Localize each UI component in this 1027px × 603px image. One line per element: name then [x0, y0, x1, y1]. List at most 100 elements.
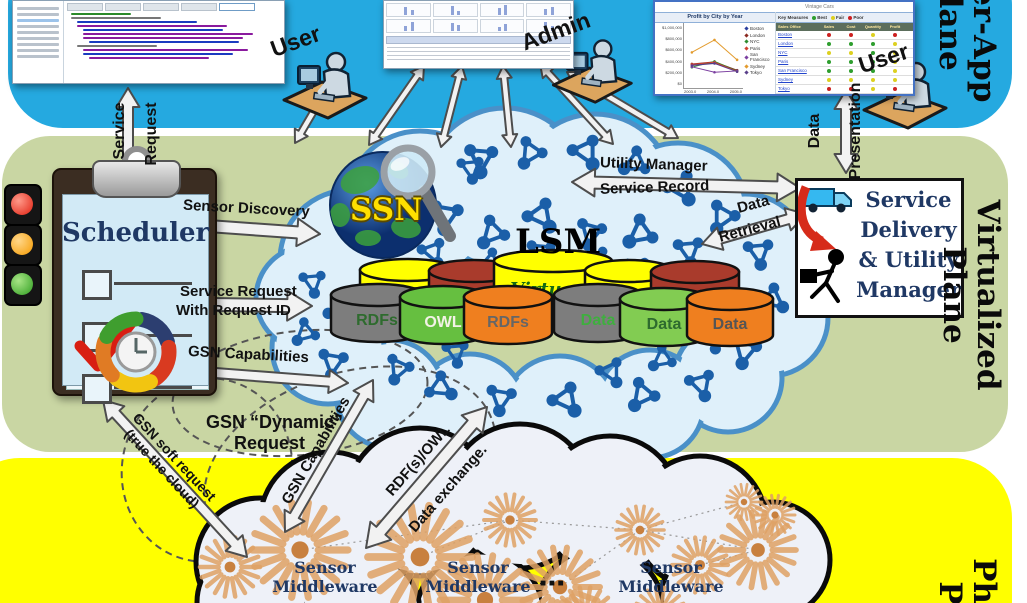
mini-charts-grid — [386, 3, 571, 33]
sensor-node-icon — [197, 535, 263, 599]
x-tick: 2005.0 — [729, 89, 742, 94]
db-cylinder-label: RDFs — [356, 312, 398, 329]
chart-title: Profit by City by Year — [655, 12, 775, 23]
series-sydney — [691, 39, 738, 61]
key-measures-row: Tokyo — [776, 85, 913, 94]
sensor-node-icon — [436, 552, 534, 603]
traffic-light-green-icon — [4, 264, 42, 306]
sales-office-link: Boston — [778, 32, 793, 37]
sales-office-link: London — [778, 41, 794, 46]
clipboard-clip-icon — [92, 160, 181, 198]
analytics-dashboard-screenshot: Vintage Cars Profit by City by Year $1,0… — [653, 0, 915, 96]
red-swoosh-arrow-icon — [796, 185, 836, 251]
key-measures-row: NYC — [776, 49, 913, 58]
x-tick: 2004.0 — [706, 89, 720, 94]
y-tick: $200,000 — [665, 69, 682, 75]
lsm-label: LSM — [515, 222, 602, 262]
arrow-app-cloud-4 — [495, 65, 519, 148]
service-box-line1: Service — [865, 187, 952, 212]
legend-item: Sydney — [744, 64, 774, 69]
scheduler-clipboard: Scheduler — [52, 146, 217, 404]
sensor-node-icon — [482, 492, 538, 548]
db-cylinder-label: Data — [713, 316, 748, 333]
data-presentation-word2: Presentation — [847, 82, 864, 180]
scheduler-title: Scheduler — [62, 218, 210, 248]
key-measures-row: San Francisco — [776, 67, 913, 76]
key-measures-row: Sydney — [776, 76, 913, 85]
arrow-gsn-soft-request — [102, 399, 248, 558]
service-request-vert-word1: Service — [111, 102, 128, 160]
legend-item: Tokyo — [744, 70, 774, 75]
db-cylinder-data: Data — [685, 286, 775, 348]
middleware-ellipsis-dots: ■ ■ ■ — [540, 578, 564, 589]
sensor-node-icon — [724, 482, 764, 522]
legend-item: Boston — [744, 26, 774, 31]
db-cylinder-label: Data — [647, 316, 682, 333]
y-tick: $0 — [677, 80, 682, 86]
physical-plane-label: PhysicalPlane — [931, 530, 1002, 603]
arrow-gsn-capabilities-diag — [283, 379, 375, 533]
y-tick: $800,000 — [665, 36, 682, 42]
mini-table-rows — [386, 47, 571, 60]
arrow-data-presentation — [833, 89, 859, 174]
service-request-id-line1: Service Request — [180, 283, 297, 300]
magnifier-icon — [380, 144, 456, 242]
chart-x-axis: 2003.0 2004.0 2005.0 — [683, 89, 743, 94]
traffic-light-red-icon — [4, 184, 42, 226]
sales-office-link: Tokyo — [778, 86, 790, 91]
db-cylinders: RDFsOWLVirtuosoDataDataRDFsOWLRDFsDataDa… — [329, 248, 775, 348]
service-request-id-line2: With Request ID — [176, 302, 291, 319]
legend-item: Paris — [744, 46, 774, 51]
service-box-line3: & Utility — [858, 247, 959, 272]
ssn-label: SSN — [350, 192, 423, 228]
checkbox-1 — [82, 270, 112, 300]
db-cylinder-label: Data — [581, 312, 616, 329]
sensor-node-icon — [614, 504, 666, 556]
editor-sidebar — [13, 1, 64, 83]
sales-office-link: San Francisco — [778, 68, 807, 73]
sales-office-link: NYC — [778, 50, 788, 55]
mini-table-header — [386, 36, 571, 44]
sales-office-link: Sydney — [778, 77, 794, 82]
chart-y-axis: $1,000,000 $800,000 $600,000 $400,000 $200,0… — [655, 23, 683, 94]
code-lines — [67, 13, 281, 59]
key-measures-row: London — [776, 40, 913, 49]
gsn-dynamic-line2: Request — [234, 433, 306, 453]
truck-icon — [803, 188, 852, 213]
x-tick: 2003.0 — [684, 89, 697, 94]
sensor-node-icon — [248, 499, 352, 601]
scheduler-cycle-clock-icon — [95, 311, 177, 393]
sensor-node-icon — [634, 585, 686, 603]
sensor-node-icon — [753, 493, 797, 537]
db-cylinder-label: OWL — [424, 314, 462, 331]
y-tick: $400,000 — [665, 58, 682, 64]
arrow-rdf-owl-data-exchange — [365, 406, 488, 549]
service-delivery-utility-manager-box: Service Delivery & Utility Manager — [795, 178, 964, 318]
gsn-dynamic-line1: GSN “Dynamic” — [206, 412, 344, 432]
profit-line-chart — [683, 23, 743, 89]
data-presentation-word1: Data — [806, 113, 823, 149]
dashboard-tag: Vintage Cars — [805, 4, 834, 10]
db-cylinder-label: RDFs — [487, 314, 529, 331]
user-query-app-screenshot — [12, 0, 285, 84]
sensor-node-icons — [197, 482, 799, 603]
service-box-line4: Manager — [856, 277, 961, 302]
legend-item: London — [744, 33, 774, 38]
arrow-app-cloud-2 — [368, 65, 425, 146]
editor-tabs — [67, 3, 281, 11]
user-left-figure — [284, 53, 366, 118]
y-tick: $1,000,000 — [661, 25, 682, 30]
y-tick: $600,000 — [665, 47, 682, 53]
sales-office-link: Paris — [778, 59, 789, 64]
